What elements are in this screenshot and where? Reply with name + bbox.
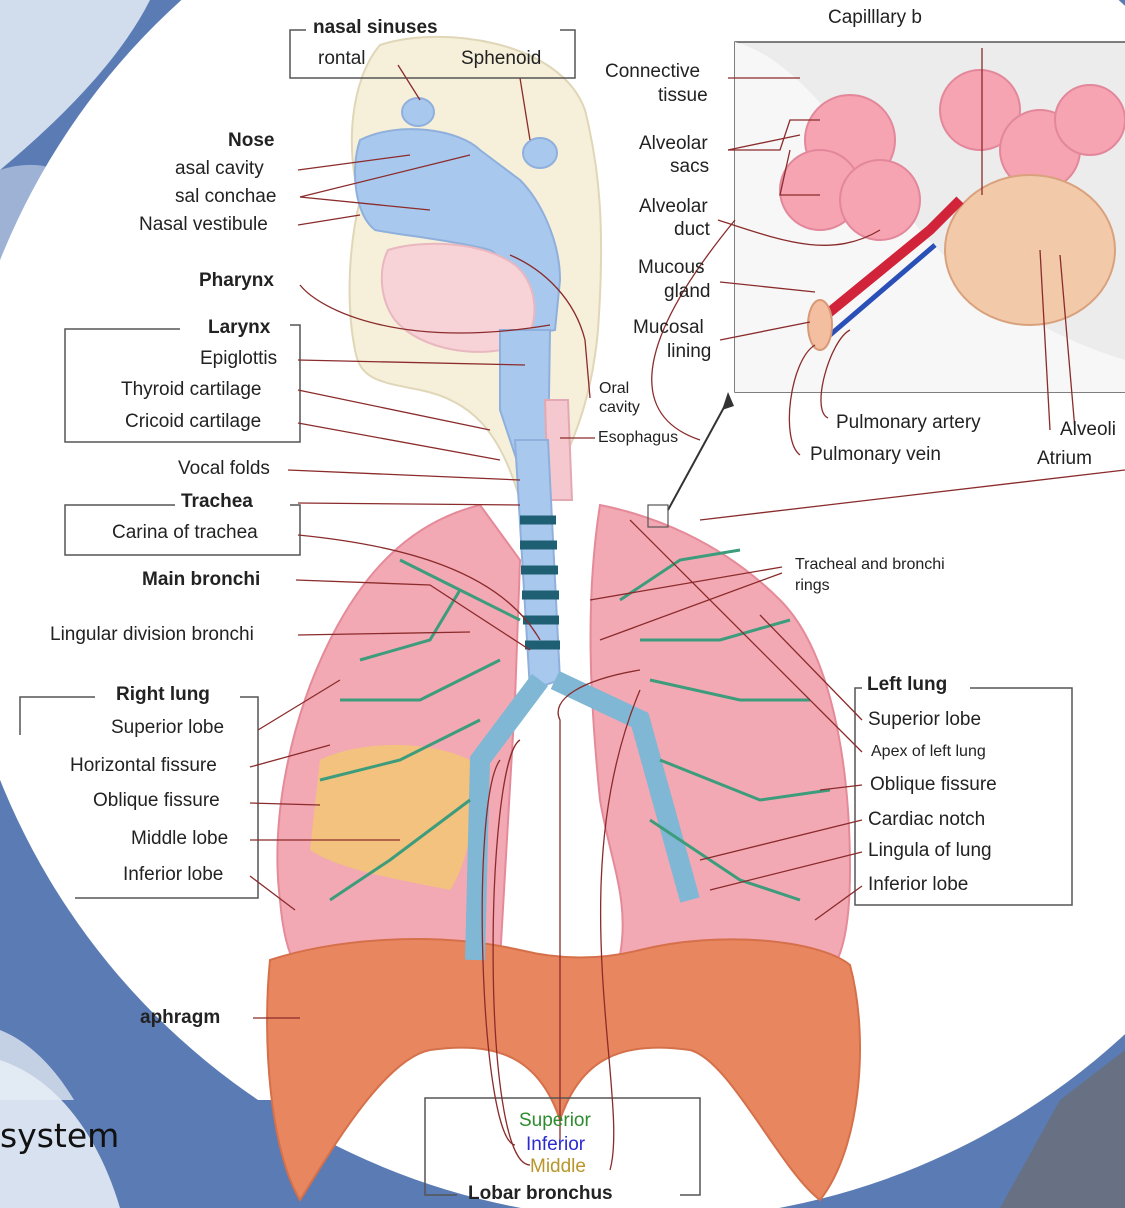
label-pulmonary-artery: Pulmonary artery bbox=[836, 413, 981, 432]
label-vocal-folds: Vocal folds bbox=[178, 459, 270, 478]
label-trachea: Trachea bbox=[181, 492, 253, 511]
label-cricoid-cartilage: Cricoid cartilage bbox=[125, 412, 261, 431]
label-cardiac-notch: Cardiac notch bbox=[868, 810, 985, 829]
label-diaphragm: aphragm bbox=[140, 1008, 220, 1027]
label-tracheal-rings-1: Tracheal and bronchi bbox=[795, 557, 945, 573]
label-duct-2: duct bbox=[674, 220, 710, 239]
label-main-bronchi: Main bronchi bbox=[142, 570, 260, 589]
label-esophagus: Esophagus bbox=[598, 430, 678, 446]
label-mucosal-1: Mucosal bbox=[633, 318, 704, 337]
label-frontal: rontal bbox=[318, 49, 366, 68]
sphenoid-sinus bbox=[523, 138, 557, 168]
label-lobar-inferior: Inferior bbox=[526, 1135, 585, 1154]
label-middle-lobe: Middle lobe bbox=[131, 829, 228, 848]
label-left-lung: Left lung bbox=[867, 675, 947, 694]
label-oral-2: cavity bbox=[599, 400, 640, 416]
bronchiole-end bbox=[808, 300, 832, 350]
label-apex-left-lung: Apex of left lung bbox=[871, 744, 986, 760]
label-connective-2: tissue bbox=[658, 86, 708, 105]
label-carina: Carina of trachea bbox=[112, 523, 258, 542]
label-epiglottis: Epiglottis bbox=[200, 349, 277, 368]
frontal-sinus bbox=[402, 98, 434, 126]
label-thyroid-cartilage: Thyroid cartilage bbox=[121, 380, 261, 399]
label-right-oblique-fissure: Oblique fissure bbox=[93, 791, 220, 810]
label-larynx: Larynx bbox=[208, 318, 270, 337]
label-capillary: Capilllary b bbox=[828, 8, 922, 27]
label-lobar-bronchus: Lobar bronchus bbox=[468, 1184, 613, 1203]
label-sacs-1: Alveolar bbox=[639, 134, 708, 153]
label-nasal-sinuses: nasal sinuses bbox=[313, 18, 438, 37]
label-horizontal-fissure: Horizontal fissure bbox=[70, 756, 217, 775]
label-lobar-superior: Superior bbox=[519, 1111, 591, 1130]
label-right-superior-lobe: Superior lobe bbox=[111, 718, 224, 737]
label-right-inferior-lobe: Inferior lobe bbox=[123, 865, 223, 884]
label-alveoli: Alveoli bbox=[1060, 420, 1116, 439]
label-lobar-middle: Middle bbox=[530, 1157, 586, 1176]
label-nasal-cavity: asal cavity bbox=[175, 159, 264, 178]
label-nose: Nose bbox=[228, 131, 274, 150]
label-oral-1: Oral bbox=[599, 381, 629, 397]
label-sphenoid: Sphenoid bbox=[461, 49, 541, 68]
label-atrium: Atrium bbox=[1037, 449, 1092, 468]
label-left-oblique-fissure: Oblique fissure bbox=[870, 775, 997, 794]
label-mucosal-2: lining bbox=[667, 342, 711, 361]
label-left-superior-lobe: Superior lobe bbox=[868, 710, 981, 729]
label-connective-1: Connective bbox=[605, 62, 700, 81]
label-right-lung: Right lung bbox=[116, 685, 210, 704]
slide-title-fragment: system bbox=[0, 1116, 119, 1155]
label-duct-1: Alveolar bbox=[639, 197, 708, 216]
label-mucous-2: gland bbox=[664, 282, 711, 301]
label-pharynx: Pharynx bbox=[199, 271, 274, 290]
alveoli-cluster bbox=[945, 175, 1115, 325]
label-lingular-division: Lingular division bronchi bbox=[50, 625, 254, 644]
label-mucous-1: Mucous bbox=[638, 258, 705, 277]
label-lingula: Lingula of lung bbox=[868, 841, 992, 860]
label-nasal-vestibule: Nasal vestibule bbox=[139, 215, 268, 234]
label-tracheal-rings-2: rings bbox=[795, 578, 830, 594]
label-pulmonary-vein: Pulmonary vein bbox=[810, 445, 941, 464]
label-nasal-conchae: sal conchae bbox=[175, 187, 276, 206]
label-left-inferior-lobe: Inferior lobe bbox=[868, 875, 968, 894]
label-sacs-2: sacs bbox=[670, 157, 709, 176]
